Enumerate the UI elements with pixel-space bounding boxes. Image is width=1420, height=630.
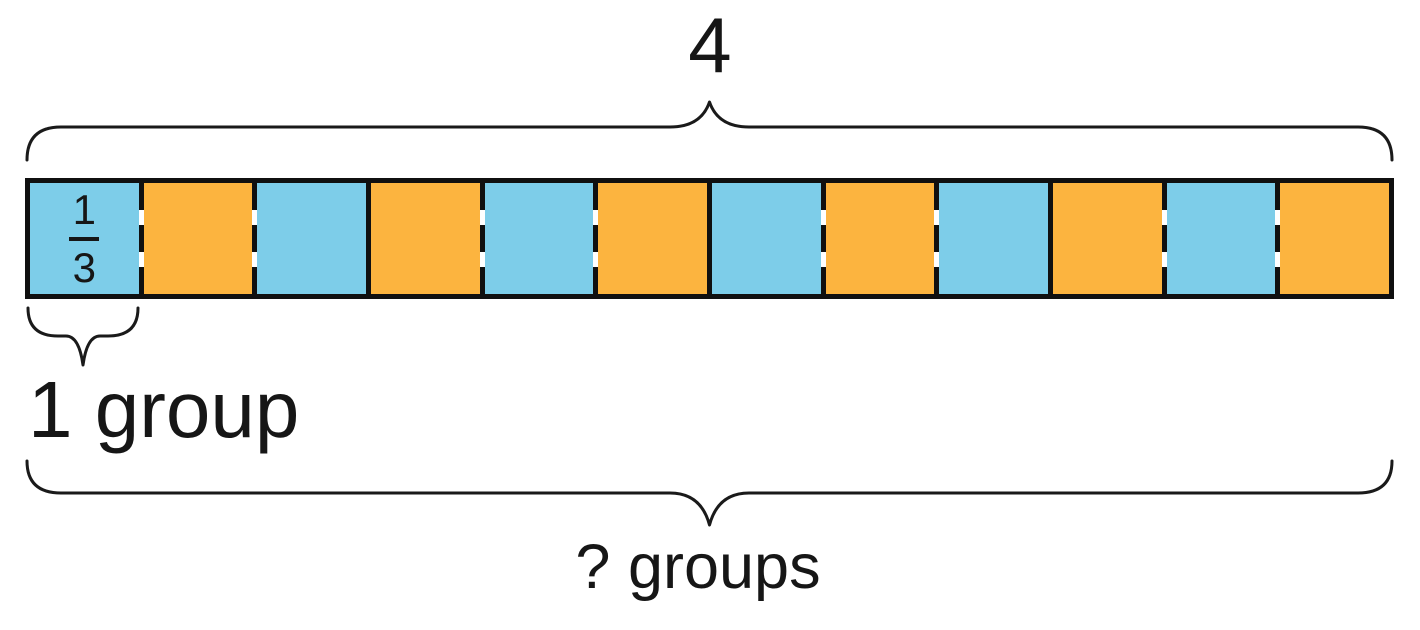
segment-divider-solid: [707, 183, 713, 294]
total-groups-brace: [25, 459, 1394, 527]
bar-segment-8-orange: [825, 183, 935, 294]
segment-divider-dashed: [934, 183, 940, 294]
top-brace: [25, 100, 1394, 162]
one-group-label: 1 group: [28, 365, 300, 454]
bar-segment-11-blue: [1166, 183, 1276, 294]
bar-segment-5-blue: [484, 183, 594, 294]
segment-divider-solid: [366, 183, 372, 294]
segment-divider-dashed: [1161, 183, 1167, 294]
total-label: 4: [688, 1, 732, 89]
one-group-brace: [26, 306, 140, 367]
fraction-numerator: 1: [72, 185, 96, 233]
bar-segment-2-orange: [143, 183, 253, 294]
bar-segment-12-orange: [1280, 183, 1390, 294]
bar-segment-3-blue: [257, 183, 367, 294]
bar-segment-4-orange: [371, 183, 480, 294]
fraction-bar: [69, 236, 100, 241]
fraction-denominator: 3: [72, 243, 96, 291]
question-groups-label: ? groups: [575, 532, 821, 602]
segment-divider-dashed: [252, 183, 258, 294]
bar-segment-10-orange: [1053, 183, 1162, 294]
segment-divider-dashed: [138, 183, 144, 294]
segment-divider-dashed: [820, 183, 826, 294]
bar-segment-7-blue: [712, 183, 821, 294]
segment-divider-dashed: [1275, 183, 1281, 294]
bar-segment-6-orange: [598, 183, 708, 294]
segment-divider-solid: [1048, 183, 1054, 294]
segment-divider-dashed: [479, 183, 485, 294]
segment-divider-dashed: [593, 183, 599, 294]
bar-segment-9-blue: [939, 183, 1049, 294]
